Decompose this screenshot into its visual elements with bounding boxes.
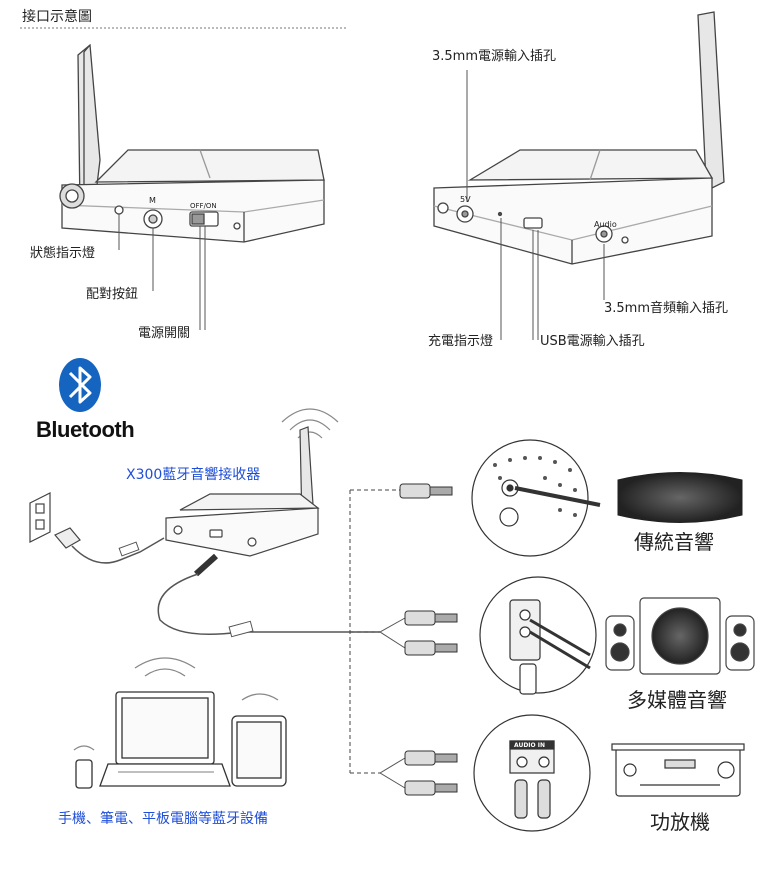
zoom-circle-2 (479, 576, 597, 695)
power-switch-label: 電源開關 (138, 326, 191, 341)
cable-plugs (399, 483, 458, 796)
bluetooth-logo-icon (59, 358, 101, 412)
output-label-amplifier: 功放機 (650, 810, 710, 834)
charge-led-label: 充電指示燈 (428, 334, 494, 349)
boombox-icon (617, 472, 743, 523)
laptop-icon (99, 657, 231, 787)
zoom-circle-1 (471, 439, 601, 557)
receiver-label: X300藍牙音響接收器 (126, 467, 261, 483)
bluetooth-wordmark: Bluetooth (36, 417, 135, 442)
receiver-device (165, 408, 339, 557)
back-device (433, 11, 725, 265)
wall-outlet-icon (29, 492, 81, 549)
status-led-label: 狀態指示燈 (30, 246, 96, 261)
title-divider (20, 27, 346, 29)
phone-icon (73, 745, 95, 789)
front-panel-switch: OFF/ON (190, 202, 217, 210)
zoom-circle-3 (473, 714, 591, 832)
output-label-traditional: 傳統音響 (634, 530, 714, 554)
audio-output-label: 3.5mm音頻輸入插孔 (604, 301, 729, 316)
back-panel-5v: 5V (460, 195, 471, 204)
dc-input-label: 3.5mm電源輸入插孔 (432, 49, 557, 64)
page-title: 接口示意圖 (22, 9, 92, 25)
amplifier-icon (611, 743, 745, 797)
tablet-icon (231, 693, 287, 787)
usb-input-label: USB電源輸入插孔 (540, 334, 645, 349)
pair-button-label: 配對按鈕 (86, 287, 139, 302)
front-panel-m: M (149, 196, 156, 205)
front-device (59, 43, 325, 243)
multimedia-speakers-icon (605, 597, 755, 675)
source-devices-label: 手機、筆電、平板電腦等藍牙設備 (58, 811, 268, 827)
back-panel-audio: Audio (594, 220, 617, 229)
audio-in-label: AUDIO IN (514, 742, 545, 749)
output-label-multimedia: 多媒體音響 (627, 688, 727, 712)
